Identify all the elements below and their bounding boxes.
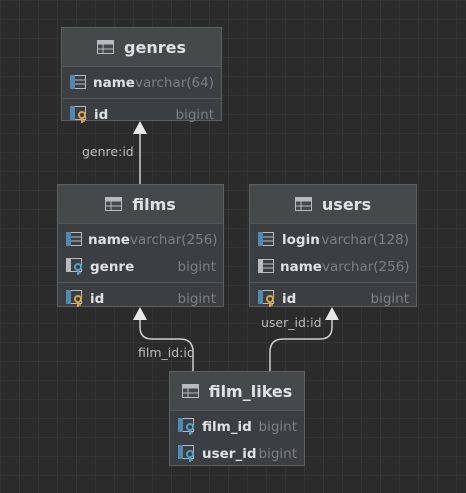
column-icon [258, 231, 278, 249]
table-icon [181, 384, 199, 398]
column-type: varchar(256) [321, 258, 410, 275]
column-type: bigint [258, 445, 298, 462]
column-row[interactable]: id bigint [62, 101, 221, 128]
column-name: genre [90, 258, 135, 275]
keys-section: id bigint [250, 282, 416, 314]
column-row[interactable]: id bigint [250, 285, 416, 312]
column-type: bigint [370, 290, 410, 307]
column-type: varchar(128) [321, 231, 409, 248]
edge-likes-users [269, 318, 333, 371]
table-name: users [321, 194, 372, 214]
arrow-head-users [325, 307, 339, 320]
edge-label-film: film_id:id [138, 345, 195, 360]
primary-key-icon [70, 105, 90, 124]
column-type: bigint [258, 418, 298, 435]
edge-label-user: user_id:id [261, 315, 322, 330]
table-icon [294, 197, 312, 211]
column-icon [70, 74, 89, 92]
foreign-key-icon [178, 417, 198, 436]
table-name: film_likes [208, 381, 293, 401]
column-name: name [280, 258, 322, 275]
table-film-likes[interactable]: film_likes film_id bigint user_id bigint [169, 371, 305, 466]
table-genres[interactable]: genres name varchar(64) id bigint [61, 27, 222, 123]
columns-section: name varchar(256) genre bigint [58, 224, 223, 282]
edge-likes-films [139, 318, 194, 371]
columns-section: login varchar(128) name varchar(256) [250, 224, 416, 282]
table-icon [105, 197, 123, 211]
column-type: varchar(64) [134, 74, 214, 91]
table-header[interactable]: film_likes [170, 372, 304, 411]
column-name: name [93, 74, 135, 91]
table-header[interactable]: users [250, 185, 416, 224]
column-name: name [88, 231, 130, 248]
keys-section: id bigint [62, 98, 221, 130]
column-row[interactable]: user_id bigint [170, 440, 304, 467]
column-type: varchar(256) [129, 231, 218, 248]
keys-section: id bigint [58, 282, 223, 314]
column-row[interactable]: login varchar(128) [250, 226, 416, 253]
column-row[interactable]: id bigint [58, 285, 223, 312]
column-icon [66, 231, 84, 249]
columns-section: film_id bigint user_id bigint [170, 411, 304, 469]
column-name: id [94, 106, 109, 123]
foreign-key-icon [66, 257, 86, 276]
column-type: bigint [177, 290, 217, 307]
column-type: bigint [177, 258, 217, 275]
table-header[interactable]: films [58, 185, 223, 224]
column-type: bigint [175, 106, 215, 123]
column-row[interactable]: name varchar(64) [62, 69, 221, 96]
primary-key-icon [66, 289, 86, 308]
arrow-head-films [133, 307, 147, 320]
table-films[interactable]: films name varchar(256) genre bigint id … [57, 184, 224, 307]
column-row[interactable]: name varchar(256) [58, 226, 223, 253]
column-name: film_id [202, 418, 252, 435]
table-header[interactable]: genres [62, 28, 221, 67]
table-users[interactable]: users login varchar(128) name varchar(25… [249, 184, 417, 307]
column-name: login [282, 231, 320, 248]
column-name: id [90, 290, 105, 307]
foreign-key-icon [178, 444, 198, 463]
column-row[interactable]: film_id bigint [170, 413, 304, 440]
primary-key-icon [258, 289, 278, 308]
arrow-head-genres [133, 121, 147, 134]
column-name: user_id [202, 445, 257, 462]
columns-section: name varchar(64) [62, 67, 221, 98]
column-icon [258, 258, 276, 276]
table-icon [97, 40, 115, 54]
column-row[interactable]: name varchar(256) [250, 253, 416, 280]
edge-label-genre: genre:id [82, 144, 134, 159]
column-name: id [282, 290, 297, 307]
table-name: genres [124, 37, 186, 57]
column-row[interactable]: genre bigint [58, 253, 223, 280]
table-name: films [132, 194, 176, 214]
